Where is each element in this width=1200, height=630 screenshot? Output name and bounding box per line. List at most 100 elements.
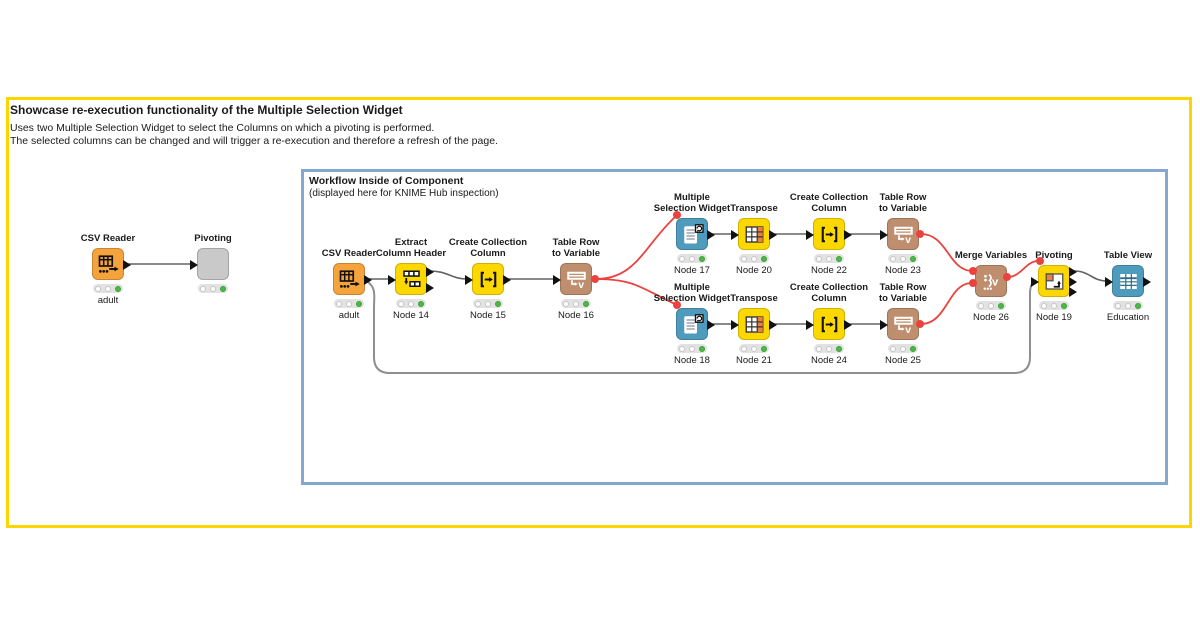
component-box-title: Workflow Inside of Component [309, 175, 464, 187]
output-port[interactable] [844, 320, 852, 330]
output-port[interactable] [844, 230, 852, 240]
node-name-label: Node 25 [885, 355, 921, 366]
input-port[interactable] [880, 230, 888, 240]
status-light-idle [890, 345, 896, 352]
node-body[interactable] [806, 218, 852, 250]
input-port[interactable] [388, 275, 396, 285]
annotation-body: Uses two Multiple Selection Widget to se… [10, 122, 498, 147]
output-port[interactable] [707, 320, 715, 330]
status-light-idle [398, 300, 404, 307]
status-traffic-light [677, 254, 707, 263]
status-light-idle [826, 255, 832, 262]
output-port[interactable] [503, 275, 511, 285]
input-port[interactable] [1105, 277, 1113, 287]
output-port[interactable] [426, 267, 434, 277]
output-port[interactable] [1069, 267, 1077, 277]
input-port[interactable] [1031, 277, 1039, 287]
node-label: Merge Variables [954, 250, 1028, 261]
node-body[interactable] [333, 263, 372, 295]
annotation-title: Showcase re-execution functionality of t… [10, 103, 403, 117]
input-port[interactable] [806, 230, 814, 240]
status-light-executed [583, 300, 589, 307]
output-port[interactable] [707, 230, 715, 240]
input-port[interactable] [465, 275, 473, 285]
node-label: Table Row to Variable [878, 192, 928, 214]
node-label: Transpose [730, 203, 778, 214]
node-name-label: Node 17 [674, 265, 710, 276]
node-name-label: Node 14 [393, 310, 429, 321]
node-body[interactable] [190, 248, 229, 280]
status-traffic-light [677, 344, 707, 353]
svg-text:v: v [905, 234, 911, 246]
input-port[interactable] [880, 320, 888, 330]
node-label: Table Row to Variable [551, 237, 601, 259]
node-name-label: Node 23 [885, 265, 921, 276]
status-light-idle [816, 255, 822, 262]
status-light-idle [105, 285, 111, 292]
connection-node19-tableview [1073, 270, 1108, 282]
output-port[interactable] [769, 230, 777, 240]
flow-connection-node23-node26 [920, 233, 972, 272]
node-body[interactable]: v [880, 218, 919, 250]
node-body[interactable] [92, 248, 131, 280]
output-port[interactable] [1069, 277, 1077, 287]
input-port[interactable] [806, 320, 814, 330]
output-port[interactable] [1069, 287, 1077, 297]
output-port[interactable] [1143, 277, 1151, 287]
input-port[interactable] [731, 320, 739, 330]
node-body[interactable] [806, 308, 852, 340]
node-body[interactable] [731, 218, 777, 250]
node-body[interactable] [1031, 265, 1077, 297]
status-traffic-light [396, 299, 426, 308]
node-pivoting-main[interactable]: Pivoting [190, 233, 232, 293]
status-light-idle [1051, 302, 1057, 309]
node-name-label: Node 21 [736, 355, 772, 366]
status-light-idle [900, 255, 906, 262]
status-light-idle [826, 345, 832, 352]
node-body[interactable] [731, 308, 777, 340]
connection-node14-node15 [429, 270, 468, 280]
input-port[interactable] [190, 260, 198, 270]
node-body[interactable]: v [975, 265, 1007, 297]
node-label: Multiple Selection Widget [653, 192, 731, 214]
output-port[interactable] [769, 320, 777, 330]
status-light-idle [485, 300, 491, 307]
node-name-label: adult [338, 310, 360, 321]
node-body[interactable]: v [553, 263, 592, 295]
status-light-executed [356, 300, 362, 307]
node-body[interactable] [465, 263, 511, 295]
status-light-idle [408, 300, 414, 307]
status-light-idle [741, 255, 747, 262]
output-port[interactable] [123, 260, 131, 270]
node-body[interactable] [1105, 265, 1151, 297]
status-light-idle [679, 255, 685, 262]
node-body[interactable] [676, 308, 715, 340]
status-light-idle [751, 345, 757, 352]
input-port[interactable] [553, 275, 561, 285]
status-traffic-light [561, 299, 591, 308]
output-port[interactable] [426, 283, 434, 293]
input-port[interactable] [731, 230, 739, 240]
node-body[interactable]: v [880, 308, 919, 340]
output-port[interactable] [364, 275, 372, 285]
node-body[interactable] [388, 263, 434, 295]
node-body[interactable] [676, 218, 715, 250]
status-light-idle [346, 300, 352, 307]
